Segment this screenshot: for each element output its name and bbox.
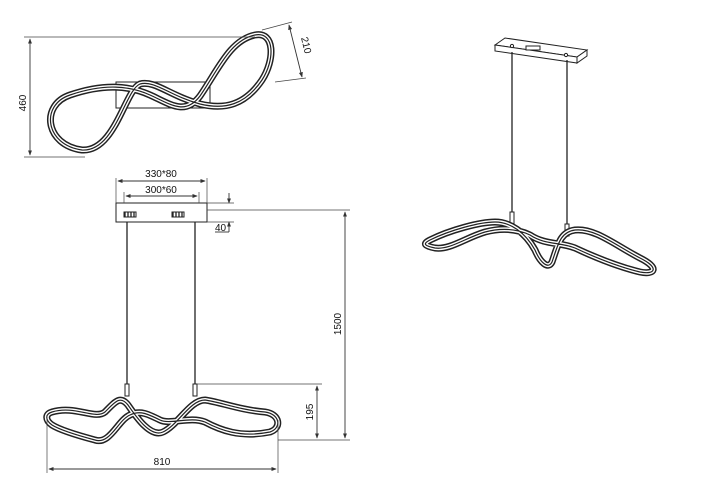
dimension-1500: 1500	[207, 209, 350, 441]
isometric-view	[421, 37, 657, 277]
isometric-canopy	[493, 37, 589, 64]
dimension-210-label: 210	[298, 36, 313, 55]
dimension-40: 40	[207, 193, 234, 234]
dimension-810-label: 810	[154, 457, 171, 468]
dimension-300x60: 300*60	[123, 185, 200, 203]
dimension-195-label: 195	[305, 403, 316, 420]
dimension-810: 810	[46, 415, 279, 473]
dimension-460: 460	[18, 36, 255, 158]
front-view-canopy	[115, 202, 208, 223]
dimension-300x60-label: 300*60	[145, 185, 177, 196]
isometric-ribbon	[421, 218, 657, 277]
dimension-210: 210	[261, 21, 313, 83]
dimension-40-label: 40	[215, 223, 227, 234]
front-view-ribbon	[43, 396, 282, 445]
top-view: 460 210	[18, 21, 313, 158]
dimension-330x80: 330*80	[115, 169, 208, 203]
dimension-195: 195	[197, 383, 322, 439]
front-view: 330*80 300*60 40 1500 195	[43, 169, 350, 473]
dimension-1500-label: 1500	[333, 312, 344, 335]
wire-clamp-right	[192, 383, 198, 397]
wire-clamp-left	[124, 383, 130, 397]
top-view-ribbon	[47, 31, 275, 154]
dimension-460-label: 460	[18, 94, 29, 111]
dimension-330x80-label: 330*80	[145, 169, 177, 180]
